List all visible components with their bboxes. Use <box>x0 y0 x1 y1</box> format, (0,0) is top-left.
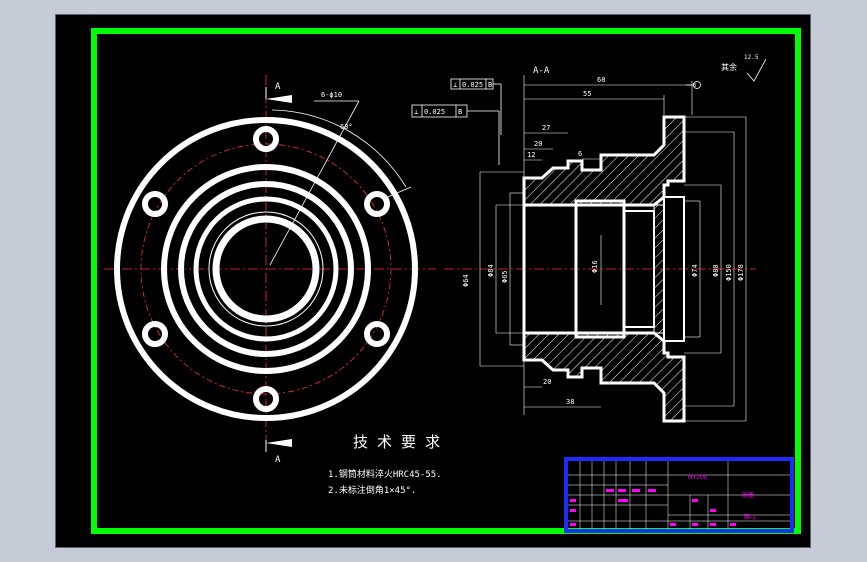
gdt-frame-2: ⊥ 0.025 B <box>411 104 500 165</box>
dim-20: 20 <box>534 140 542 148</box>
angle-radial <box>382 186 412 200</box>
title-block: HT200 端盖 图-1 <box>564 457 794 533</box>
dim-dia-r4: Φ178 <box>737 264 745 281</box>
technical-requirements: 技 术 要 求 1.钢筒材料淬火HRC45-55. 2.未标注倒角1×45°. <box>328 433 442 496</box>
bolt-hole-5 <box>142 321 168 347</box>
dim-38: 38 <box>566 398 574 406</box>
bolt-hole-3 <box>364 321 390 347</box>
engineering-drawing: A A 6-ϕ10 60° <box>91 28 801 534</box>
svg-text:B: B <box>488 81 492 89</box>
dim-6: 6 <box>578 150 582 158</box>
dim-dia-r1: Φ74 <box>691 264 699 277</box>
dim-27: 27 <box>542 124 550 132</box>
bore-outer <box>208 211 324 327</box>
bore-inner <box>212 215 320 323</box>
section-view: ⊥ 0.025 B ⊥ 0.025 B B 其余 12.5 <box>411 54 767 423</box>
section-arrow-bottom-head <box>266 439 292 447</box>
svg-text:⊥: ⊥ <box>414 108 418 116</box>
bore-wall-left <box>522 203 578 335</box>
svg-text:其余: 其余 <box>721 62 737 72</box>
tech-req-line-1: 1.钢筒材料淬火HRC45-55. <box>328 468 442 480</box>
dim-dia-left-2: Φ84 <box>487 264 495 277</box>
view-label-top: A <box>275 82 281 92</box>
datum-symbol: B <box>686 81 701 89</box>
dim-68: 68 <box>597 76 605 84</box>
section-upper-body <box>522 115 686 207</box>
flange-ring-2 <box>178 181 354 357</box>
bolt-hole-4 <box>253 386 279 412</box>
section-lower-body <box>522 331 686 423</box>
tech-req-line-2: 2.未标注倒角1×45°. <box>328 484 416 496</box>
dim-dia-r3: Φ150 <box>725 264 733 281</box>
dim-20-bottom: 20 <box>543 378 551 386</box>
svg-text:0.025: 0.025 <box>424 108 445 116</box>
bolt-circle <box>140 143 392 395</box>
gdt-frame-1: ⊥ 0.025 B <box>450 78 502 135</box>
dimension-lines <box>479 75 747 422</box>
hole-callout: 6-ϕ10 <box>321 91 342 99</box>
bolt-hole-6 <box>142 191 168 217</box>
dim-55: 55 <box>583 90 591 98</box>
title-drawing-no: 图-1 <box>744 514 756 521</box>
bolt-hole-2 <box>364 191 390 217</box>
bolt-hole-1 <box>253 126 279 152</box>
svg-text:B: B <box>458 108 462 116</box>
tech-req-title: 技 术 要 求 <box>353 433 440 451</box>
svg-text:12.5: 12.5 <box>744 54 759 61</box>
section-label: A-A <box>533 66 550 76</box>
flange-ring-1 <box>161 164 371 374</box>
title-part-name: 端盖 <box>742 491 754 499</box>
dimension-texts: 68 55 27 20 12 6 20 38 Φ64 Φ84 Φ65 Φ16 Φ… <box>462 76 745 406</box>
view-label-bottom: A <box>275 455 281 465</box>
drawing-border <box>91 28 801 534</box>
cad-viewport[interactable]: A A 6-ϕ10 60° <box>55 14 811 548</box>
front-view: A A 6-ϕ10 60° <box>104 75 436 465</box>
flange-outer-rim <box>114 117 418 421</box>
angle-arc <box>271 109 407 188</box>
dim-dia-mid: Φ16 <box>591 260 599 273</box>
angle-callout: 60° <box>340 123 353 131</box>
dim-dia-r2: Φ80 <box>712 264 720 277</box>
flange-step <box>653 204 665 334</box>
dim-dia-left-1: Φ64 <box>462 274 470 287</box>
section-arrow-top-head <box>266 95 292 103</box>
flange-ring-3 <box>193 196 339 342</box>
title-material: HT200 <box>688 474 708 481</box>
dim-12: 12 <box>527 151 535 159</box>
roughness-symbol: 其余 12.5 <box>721 54 767 82</box>
dim-dia-left-3: Φ65 <box>501 270 509 283</box>
svg-text:B: B <box>693 83 696 89</box>
svg-text:⊥: ⊥ <box>453 81 457 89</box>
svg-text:0.025: 0.025 <box>462 81 483 89</box>
